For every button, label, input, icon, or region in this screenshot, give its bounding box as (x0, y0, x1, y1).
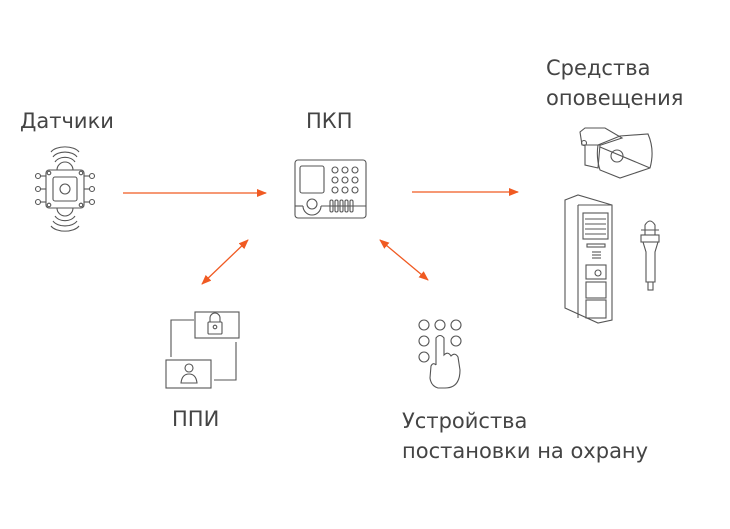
label-arming-1: Устройства (402, 409, 528, 433)
label-notification-1: Средства (546, 56, 651, 80)
label-arming-2: постановки на охрану (402, 439, 649, 463)
arrow-panel-ppi (201, 239, 249, 285)
control-panel-icon (294, 159, 367, 219)
keypad-hand-icon (418, 319, 462, 389)
label-sensors: Датчики (20, 109, 114, 133)
beacon-icon (640, 220, 660, 291)
label-notification-2: оповещения (546, 86, 684, 110)
arrow-panel-arming (379, 239, 429, 281)
alarm-cabinet-icon (564, 194, 613, 324)
label-panel: ПКП (306, 109, 353, 133)
label-ppi: ППИ (172, 407, 220, 431)
ppi-icon (165, 311, 240, 389)
sensor-icon (34, 146, 96, 232)
loudspeaker-icon (579, 127, 653, 179)
